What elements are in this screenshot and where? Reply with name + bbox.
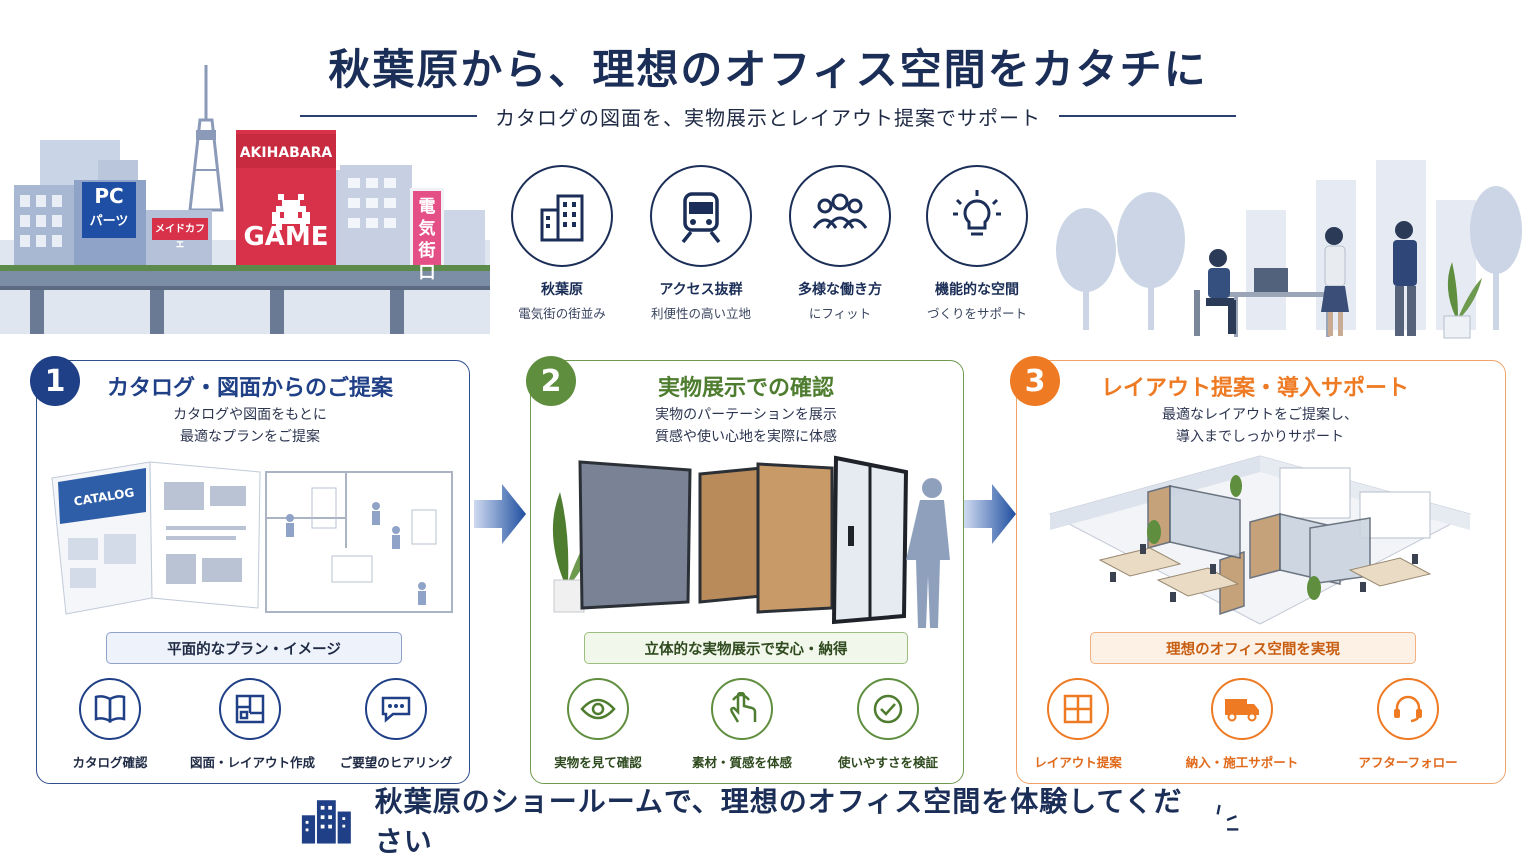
step-2-summary-pill: 立体的な実物展示で安心・納得	[584, 632, 908, 664]
step-1-item-hearing: ご要望のヒアリング	[336, 678, 456, 771]
touch-icon	[711, 678, 773, 740]
building-icon	[511, 165, 613, 267]
step-1-item-label: 図面・レイアウト作成	[190, 755, 316, 770]
step-1-description: カタログや図面をもとに 最適なプランをご提案	[60, 404, 440, 448]
layout-icon	[1047, 678, 1109, 740]
step-3-number: 3	[1010, 356, 1060, 406]
subtitle-divider-right	[1059, 115, 1236, 117]
step-2-item-check: 使いやすさを検証	[828, 678, 948, 771]
subtitle-row: カタログの図面を、実物展示とレイアウト提案でサポート	[300, 100, 1236, 132]
footer-message: 秋葉原のショールームで、理想のオフィス空間を体験してください	[374, 785, 1183, 858]
game-sign-text: GAME	[243, 222, 329, 252]
feature-akihabara: 秋葉原 電気街の街並み	[492, 165, 632, 322]
step-3-item-label: 納入・施工サポート	[1185, 755, 1299, 770]
eye-icon	[567, 678, 629, 740]
step-1-item-label: ご要望のヒアリング	[339, 755, 453, 770]
arrow-right-icon	[964, 484, 1016, 544]
page-title: 秋葉原から、理想のオフィス空間をカタチに	[328, 45, 1208, 94]
step-3-item-delivery: 納入・施工サポート	[1182, 678, 1302, 771]
train-icon	[650, 165, 752, 267]
step-3-title: レイアウト提案・導入サポート	[1100, 376, 1409, 401]
step-2-item-see: 実物を見て確認	[538, 678, 658, 771]
step-2-description: 実物のパーテーションを展示 質感や使い心地を実際に体感	[556, 404, 936, 448]
step-1-title: カタログ・図面からのご提案	[106, 376, 393, 401]
step-3-item-layout: レイアウト提案	[1018, 678, 1138, 771]
feature-title: 多様な働き方	[798, 282, 882, 298]
step-3-item-support: アフターフォロー	[1348, 678, 1468, 771]
step-1-desc-line-1: カタログや図面をもとに	[173, 407, 327, 423]
floorplan-icon	[219, 678, 281, 740]
invader-icon	[272, 194, 310, 230]
people-icon	[789, 165, 891, 267]
akihabara-sign-text: AKIHABARA	[239, 145, 333, 161]
feature-subtitle: 利便性の高い立地	[650, 306, 751, 321]
step-2-desc-line-1: 実物のパーテーションを展示	[655, 407, 837, 423]
book-icon	[79, 678, 141, 740]
step-3-desc-line-2: 導入までしっかりサポート	[1176, 429, 1344, 445]
step-2-number: 2	[526, 356, 576, 406]
lightbulb-icon	[926, 165, 1028, 267]
feature-access: アクセス抜群 利便性の高い立地	[631, 165, 771, 322]
subtitle-divider-left	[300, 115, 477, 117]
maid-cafe-sign-text: メイドカフェ	[155, 224, 205, 250]
step-1-item-catalog: カタログ確認	[50, 678, 170, 771]
feature-subtitle: づくりをサポート	[926, 306, 1027, 321]
tokyo-tower-icon	[188, 65, 224, 212]
step-2-item-label: 使いやすさを検証	[837, 755, 938, 770]
feature-title: 機能的な空間	[935, 282, 1019, 298]
chat-icon	[365, 678, 427, 740]
catalog-floorplan-illustration	[51, 461, 453, 615]
feature-subtitle: にフィット	[808, 306, 872, 321]
feature-functional: 機能的な空間 づくりをサポート	[907, 165, 1047, 322]
feature-workstyle: 多様な働き方 にフィット	[770, 165, 910, 322]
step-3-description: 最適なレイアウトをご提案し、 導入までしっかりサポート	[1060, 404, 1460, 448]
arrow-right-icon	[474, 484, 526, 544]
step-1-summary-pill: 平面的なプラン・イメージ	[106, 632, 402, 664]
headset-icon	[1377, 678, 1439, 740]
feature-title: 秋葉原	[541, 282, 583, 298]
office-layout-illustration	[1048, 455, 1472, 625]
step-1-item-label: カタログ確認	[72, 755, 148, 770]
denki-gai-sign-text: 電気街口	[418, 197, 436, 283]
parts-sign-text: パーツ	[89, 214, 129, 229]
step-3-summary-pill: 理想のオフィス空間を実現	[1090, 632, 1416, 664]
step-1-desc-line-2: 最適なプランをご提案	[180, 429, 320, 445]
step-2-item-touch: 素材・質感を体感	[682, 678, 802, 771]
step-2-title: 実物展示での確認	[657, 376, 834, 401]
step-2-desc-line-2: 質感や使い心地を実際に体感	[655, 429, 837, 445]
step-2-item-label: 実物を見て確認	[554, 755, 642, 770]
pc-sign-text: PC	[94, 184, 124, 208]
footer-banner: 秋葉原のショールームで、理想のオフィス空間を体験してください	[300, 785, 1240, 858]
partition-display-illustration	[552, 455, 950, 628]
step-1-item-floorplan: 図面・レイアウト作成	[190, 678, 316, 771]
step-3-item-label: アフターフォロー	[1358, 755, 1458, 770]
page-subtitle: カタログの図面を、実物展示とレイアウト提案でサポート	[495, 105, 1041, 130]
step-2-item-label: 素材・質感を体感	[691, 755, 792, 770]
step-3-item-label: レイアウト提案	[1034, 755, 1122, 770]
office-people-illustration	[1056, 160, 1522, 339]
akihabara-city-illustration	[0, 65, 490, 334]
feature-subtitle: 電気街の街並み	[518, 306, 606, 321]
feature-title: アクセス抜群	[659, 282, 743, 298]
step-1-number: 1	[30, 356, 80, 406]
truck-icon	[1211, 678, 1273, 740]
sparkle-icon	[1216, 804, 1239, 831]
buildings-icon	[301, 800, 351, 844]
check-icon	[857, 678, 919, 740]
step-3-desc-line-1: 最適なレイアウトをご提案し、	[1162, 407, 1358, 423]
